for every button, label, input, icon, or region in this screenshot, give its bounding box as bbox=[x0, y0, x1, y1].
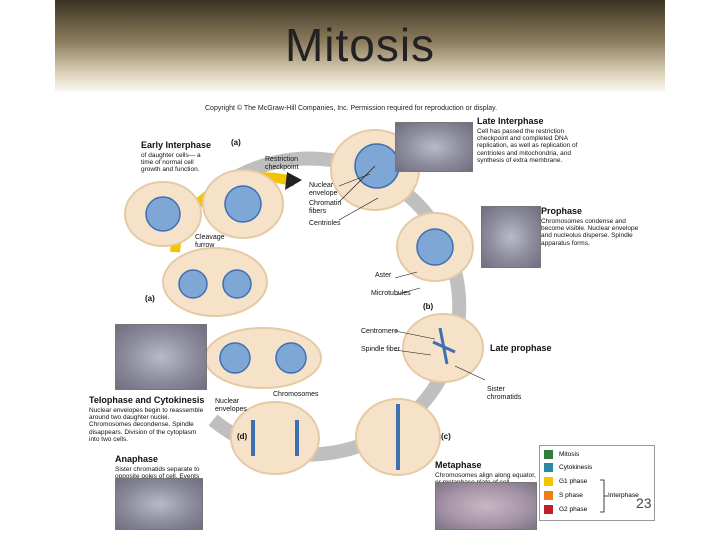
slide-title: Mitosis bbox=[284, 19, 436, 71]
late-interphase-title: Late Interphase bbox=[477, 116, 544, 126]
sister-chromatids-label: Sister chromatids bbox=[487, 386, 522, 401]
legend-swatch-g2 bbox=[544, 505, 553, 514]
chromosomes-label: Chromosomes bbox=[273, 391, 319, 398]
restriction-arrow-icon bbox=[285, 172, 302, 190]
title-bar: Mitosis bbox=[55, 0, 665, 92]
aster-label: Aster bbox=[375, 272, 392, 279]
legend-swatch-cytokinesis bbox=[544, 463, 553, 472]
centrioles-label: Centrioles bbox=[309, 220, 341, 227]
letter-a-left: (a) bbox=[145, 294, 155, 303]
letter-c: (c) bbox=[441, 432, 451, 441]
legend-swatch-s bbox=[544, 491, 553, 500]
interphase-bracket bbox=[600, 479, 608, 513]
legend-swatch-g1 bbox=[544, 477, 553, 486]
anaphase-title: Anaphase bbox=[115, 454, 159, 464]
legend-swatch-mitosis bbox=[544, 450, 553, 459]
copyright-notice: Copyright © The McGraw-Hill Companies, I… bbox=[205, 105, 498, 112]
legend-item-mitosis: Mitosis bbox=[544, 450, 579, 460]
microtubules-label: Microtubules bbox=[371, 290, 411, 297]
nuclear-envelopes-label: Nuclear envelopes bbox=[215, 398, 247, 413]
letter-b: (b) bbox=[423, 302, 434, 311]
prophase-desc: Chromosomes condense and become visible.… bbox=[541, 218, 639, 247]
restriction-checkpoint-label: Restriction checkpoint bbox=[265, 156, 299, 171]
late-interphase-desc: Cell has passed the restriction checkpoi… bbox=[477, 128, 578, 164]
page-number: 23 bbox=[636, 495, 652, 511]
letter-a-top: (a) bbox=[231, 138, 241, 147]
centromere-label: Centromere bbox=[361, 328, 398, 335]
nuclear-envelope-label: Nuclear envelope bbox=[309, 182, 338, 197]
telophase-title: Telophase and Cytokinesis bbox=[89, 395, 205, 405]
legend-item-g1: G1 phase bbox=[544, 477, 587, 487]
legend-item-cytokinesis: Cytokinesis bbox=[544, 463, 592, 473]
cytokinesis-cell bbox=[162, 247, 268, 317]
mitosis-figure: Copyright © The McGraw-Hill Companies, I… bbox=[89, 102, 655, 530]
late-prophase-title: Late prophase bbox=[490, 343, 552, 353]
telophase-micrograph bbox=[115, 324, 207, 390]
early-interphase-title: Early Interphase bbox=[141, 140, 212, 150]
leader-lines bbox=[338, 165, 486, 381]
metaphase-micrograph bbox=[435, 482, 537, 530]
prophase-micrograph bbox=[481, 206, 541, 268]
anaphase-micrograph bbox=[115, 478, 203, 530]
cell-cycle-diagram bbox=[124, 129, 486, 476]
metaphase-title: Metaphase bbox=[435, 460, 482, 470]
spindle-fiber-label: Spindle fiber bbox=[361, 346, 400, 353]
early-interphase-desc: of daughter cells— a time of normal cell… bbox=[141, 152, 201, 174]
telophase-desc: Nuclear envelopes begin to reassemble ar… bbox=[89, 407, 204, 443]
phase-legend: Mitosis Cytokinesis G1 phase S phase G2 … bbox=[539, 445, 655, 521]
chromatin-fibers-label: Chromatin fibers bbox=[309, 200, 342, 215]
legend-item-g2: G2 phase bbox=[544, 505, 587, 515]
legend-item-s: S phase bbox=[544, 491, 583, 501]
late-interphase-micrograph bbox=[395, 122, 473, 172]
prophase-title: Prophase bbox=[541, 206, 583, 216]
interphase-bracket-label: Interphase bbox=[608, 492, 639, 499]
cleavage-furrow-label: Cleavage furrow bbox=[195, 234, 225, 249]
letter-d: (d) bbox=[237, 432, 248, 441]
